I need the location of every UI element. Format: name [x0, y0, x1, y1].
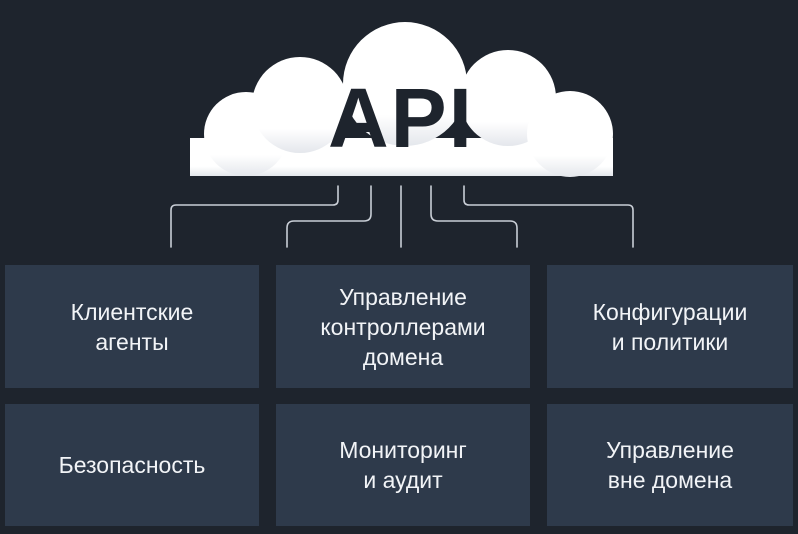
tile-label: Управление контроллерами домена	[320, 283, 486, 370]
tile-security: Безопасность	[5, 404, 259, 526]
api-cloud: API	[190, 22, 613, 177]
connector-2	[286, 185, 372, 248]
connector-lines	[170, 185, 634, 248]
tile-label: Мониторинг и аудит	[339, 437, 467, 493]
tile-label: Безопасность	[58, 452, 206, 478]
tile-outside-domain: Управление вне домена	[547, 404, 793, 526]
tile-label: Клиентские агенты	[70, 298, 194, 355]
tile-label: Конфигурации и политики	[592, 298, 748, 355]
cloud-label: API	[328, 71, 474, 165]
tile-monitoring-audit: Мониторинг и аудит	[276, 404, 530, 526]
connector-1	[170, 185, 339, 248]
tile-client-agents: Клиентские агенты	[5, 265, 259, 388]
connector-5	[463, 185, 634, 248]
tile-domain-controllers: Управление контроллерами домена	[276, 265, 530, 388]
tile-label: Управление вне домена	[606, 437, 734, 493]
tile-configurations-policies: Конфигурации и политики	[547, 265, 793, 388]
connector-4	[430, 185, 518, 248]
